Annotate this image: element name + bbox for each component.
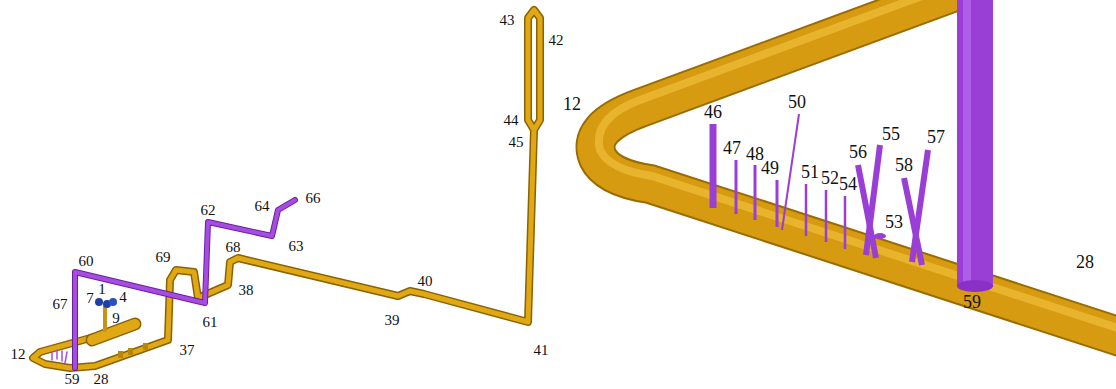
callout-number: 39: [385, 313, 400, 328]
callout-number: 66: [306, 191, 321, 206]
callout-number: 62: [201, 203, 216, 218]
callout-number: 69: [156, 250, 171, 265]
callout-number: 53: [885, 213, 903, 231]
callout-number: 52: [821, 169, 839, 187]
callout-number: 59: [65, 372, 80, 387]
callout-number: 49: [761, 159, 779, 177]
zoom-purple-stubs: [713, 114, 928, 265]
callout-number: 7: [86, 291, 94, 306]
callout-number: 38: [239, 283, 254, 298]
callout-number: 57: [927, 128, 945, 146]
callout-number: 59: [963, 293, 981, 311]
callout-number: 1: [98, 282, 106, 297]
valve-dots: [95, 298, 117, 308]
callout-number: 47: [723, 139, 741, 157]
callout-number: 56: [849, 143, 867, 161]
callout-number: 67: [53, 297, 68, 312]
callout-number: 54: [839, 175, 857, 193]
callout-number: 58: [895, 156, 913, 174]
callout-number: 46: [704, 103, 722, 121]
callout-number: 28: [94, 372, 109, 387]
callout-number: 41: [534, 343, 549, 358]
left-purple-pipe: [52, 200, 295, 368]
callout-number: 28: [1076, 253, 1094, 271]
callout-number: 64: [255, 199, 270, 214]
callout-number: 60: [79, 254, 94, 269]
callout-number: 55: [882, 125, 900, 143]
callout-number: 51: [801, 163, 819, 181]
callout-number: 4: [119, 290, 127, 305]
callout-number: 44: [504, 113, 519, 128]
callout-number: 45: [509, 135, 524, 150]
callout-number: 63: [289, 239, 304, 254]
zoom-gold-pipe: [596, 0, 1116, 340]
callout-number: 61: [203, 315, 218, 330]
callout-number: 42: [549, 33, 564, 48]
callout-number: 12: [563, 95, 581, 113]
callout-number: 9: [112, 311, 120, 326]
left-gold-pipe: [33, 10, 540, 368]
callout-number: 68: [226, 240, 241, 255]
zoom-purple-pipe: [957, 0, 993, 292]
callout-number: 37: [180, 343, 195, 358]
callout-number: 43: [500, 13, 515, 28]
callout-number: 50: [788, 93, 806, 111]
callout-number: 40: [418, 274, 433, 289]
callout-number: 12: [11, 347, 26, 362]
